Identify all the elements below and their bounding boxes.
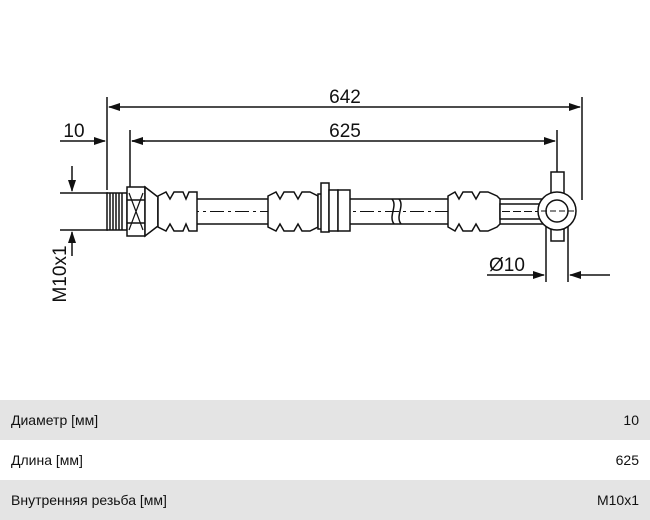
dimension-overall-length: 642 [329, 87, 361, 108]
dimension-thread-size: M10x1 [50, 245, 71, 302]
spec-value: 625 [615, 452, 639, 468]
spec-row-internal-thread: Внутренняя резьба [мм] M10x1 [0, 480, 650, 520]
brake-hose-drawing: 642 625 10 Ø10 M10x1 [50, 87, 610, 303]
crimp-sleeve-left [157, 191, 198, 232]
dimension-thread-length: 10 [63, 121, 84, 142]
dimension-eye-diameter: Ø10 [489, 255, 525, 276]
banjo-eye-fitting [537, 171, 577, 242]
spec-value: 10 [623, 412, 639, 428]
mounting-bracket [267, 182, 351, 233]
specifications-table: Диаметр [мм] 10 Длина [мм] 625 Внутрення… [0, 400, 650, 520]
spec-label: Длина [мм] [11, 452, 83, 468]
spec-label: Диаметр [мм] [11, 412, 99, 428]
spec-value: M10x1 [596, 492, 639, 508]
crimp-sleeve-right [447, 190, 544, 233]
dimension-hose-length: 625 [329, 121, 361, 142]
spec-row-length: Длина [мм] 625 [0, 440, 650, 480]
threaded-fitting [106, 185, 159, 238]
spec-row-diameter: Диаметр [мм] 10 [0, 400, 650, 440]
spec-label: Внутренняя резьба [мм] [11, 492, 167, 508]
